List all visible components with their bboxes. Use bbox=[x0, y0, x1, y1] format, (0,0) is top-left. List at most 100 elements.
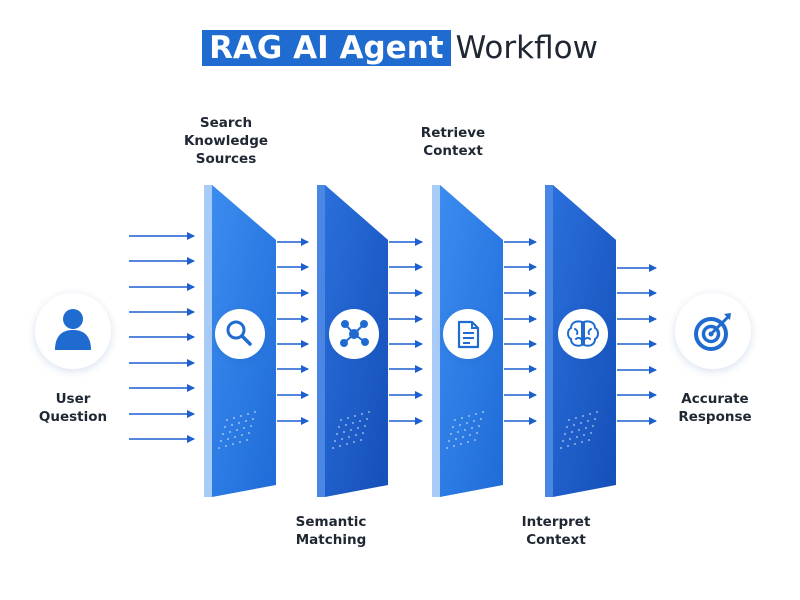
panel-dot bbox=[237, 421, 241, 425]
panel-dot bbox=[567, 418, 571, 422]
label-line: Semantic bbox=[295, 514, 367, 530]
panel-dot bbox=[584, 426, 588, 430]
panel-dot-patterns bbox=[217, 410, 599, 450]
panel-dot bbox=[333, 439, 337, 443]
panel-dot bbox=[351, 421, 355, 425]
panel-dot bbox=[588, 412, 592, 416]
search-icon bbox=[226, 320, 252, 346]
panel-dot bbox=[561, 439, 565, 443]
panel-dot bbox=[221, 432, 225, 436]
panel-dot bbox=[591, 424, 595, 428]
panel-dot bbox=[231, 442, 235, 446]
panel-dot bbox=[566, 444, 570, 448]
panel-dot bbox=[219, 439, 223, 443]
panel-dot bbox=[353, 414, 357, 418]
label-interpret-context: Interpret Context bbox=[491, 513, 621, 549]
panel-dot bbox=[586, 419, 590, 423]
label-line: Sources bbox=[195, 151, 257, 167]
panel-dot bbox=[239, 414, 243, 418]
panel-dot bbox=[465, 421, 469, 425]
panel-dot bbox=[568, 437, 572, 441]
panel-dot bbox=[579, 421, 583, 425]
panel-dot bbox=[347, 435, 351, 439]
panel-dot bbox=[358, 419, 362, 423]
panel-dot bbox=[570, 430, 574, 434]
panel-dot bbox=[581, 414, 585, 418]
panel-dot bbox=[223, 425, 227, 429]
label-search-knowledge-sources: Search Knowledge Sources bbox=[161, 114, 291, 168]
panel-dot bbox=[460, 416, 464, 420]
label-line: User bbox=[55, 391, 91, 407]
label-semantic-matching: Semantic Matching bbox=[266, 513, 396, 549]
label-line: Accurate bbox=[681, 391, 749, 407]
panel-dot bbox=[575, 435, 579, 439]
panel-dot bbox=[346, 416, 350, 420]
panel-dot bbox=[477, 424, 481, 428]
panel-dot bbox=[453, 418, 457, 422]
panel-dot bbox=[228, 430, 232, 434]
panel-dot bbox=[217, 446, 221, 450]
semantic-stage-icon-circle bbox=[329, 309, 379, 359]
panel-dot bbox=[249, 424, 253, 428]
panel-dot bbox=[349, 428, 353, 432]
panel-dot bbox=[563, 432, 567, 436]
panel-dot bbox=[467, 414, 471, 418]
panel-dot bbox=[461, 435, 465, 439]
label-line: Context bbox=[423, 143, 483, 159]
panel-dot bbox=[474, 412, 478, 416]
label-line: Interpret bbox=[521, 514, 591, 530]
panel-dot bbox=[244, 419, 248, 423]
target-icon bbox=[694, 313, 731, 351]
panel-dot bbox=[245, 438, 249, 442]
user-question-node bbox=[35, 293, 111, 369]
panel-dot bbox=[470, 426, 474, 430]
panel-dot bbox=[481, 410, 485, 414]
search-stage-icon-circle bbox=[215, 309, 265, 359]
panel-dot bbox=[253, 410, 257, 414]
panel-dot bbox=[587, 438, 591, 442]
panel-dot bbox=[356, 426, 360, 430]
panel-dot bbox=[361, 431, 365, 435]
panel-dot bbox=[354, 433, 358, 437]
panel-dot bbox=[233, 435, 237, 439]
document-icon bbox=[457, 320, 480, 349]
panel-dot bbox=[452, 444, 456, 448]
panel-dot bbox=[344, 423, 348, 427]
panel-dot bbox=[458, 423, 462, 427]
panel-dot bbox=[472, 419, 476, 423]
panel-dot bbox=[572, 423, 576, 427]
brain-icon bbox=[567, 320, 599, 347]
panel-dot bbox=[451, 425, 455, 429]
label-line: Context bbox=[526, 532, 586, 548]
label-retrieve-context: Retrieve Context bbox=[388, 124, 518, 160]
panel-dot bbox=[337, 425, 341, 429]
panel-dot bbox=[365, 417, 369, 421]
interpret-stage-icon-circle bbox=[558, 309, 608, 359]
panel-dot bbox=[352, 440, 356, 444]
panel-dot bbox=[577, 428, 581, 432]
panel-dot bbox=[238, 440, 242, 444]
panel-dot bbox=[454, 437, 458, 441]
panel-dot bbox=[593, 417, 597, 421]
panel-dot bbox=[242, 426, 246, 430]
panel-dot bbox=[331, 446, 335, 450]
panel-dot bbox=[247, 431, 251, 435]
panel-dot bbox=[225, 418, 229, 422]
panel-dot bbox=[573, 442, 577, 446]
network-icon bbox=[340, 320, 369, 347]
retrieve-stage-icon-circle bbox=[443, 309, 493, 359]
panel-dot bbox=[445, 446, 449, 450]
panel-dot bbox=[456, 430, 460, 434]
panel-dot bbox=[345, 442, 349, 446]
panel-dot bbox=[246, 412, 250, 416]
panel-dot bbox=[240, 433, 244, 437]
panel-dot bbox=[463, 428, 467, 432]
panel-dot bbox=[360, 412, 364, 416]
title-highlight: RAG AI Agent bbox=[202, 30, 451, 66]
label-accurate-response: Accurate Response bbox=[650, 390, 780, 426]
panel-dot bbox=[224, 444, 228, 448]
label-line: Question bbox=[38, 409, 108, 425]
panel-dot bbox=[367, 410, 371, 414]
panel-dot bbox=[226, 437, 230, 441]
panel-dot bbox=[580, 440, 584, 444]
